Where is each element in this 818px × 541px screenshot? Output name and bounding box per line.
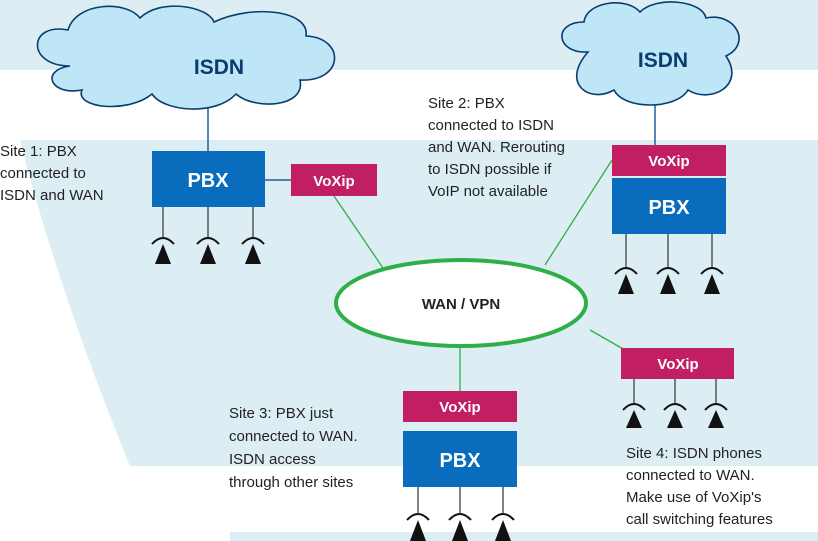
phone-icon	[660, 274, 676, 294]
phone-icon	[491, 513, 515, 521]
wan-links	[333, 159, 626, 391]
phone-icon	[196, 237, 220, 245]
phone-icon	[667, 410, 683, 428]
caption-line: through other sites	[229, 474, 353, 491]
phone-icon	[245, 244, 261, 264]
phone-icon	[410, 520, 426, 541]
link-wan-voxip4	[589, 329, 626, 351]
voxip-label: VoXip	[657, 356, 698, 373]
site3-caption: Site 3: PBX just connected to WAN. ISDN …	[229, 405, 358, 491]
caption-line: Site 3: PBX just	[229, 405, 334, 422]
phone-icon	[656, 267, 680, 275]
caption-line: Make use of VoXip's	[626, 489, 761, 506]
link-voxip2-wan	[544, 159, 613, 266]
phone-links	[162, 207, 717, 514]
caption-line: connected to WAN.	[229, 428, 358, 445]
phone-icon	[614, 267, 638, 275]
phone-icon	[155, 244, 171, 264]
pbx-label: PBX	[439, 450, 481, 472]
voxip-site3: VoXip	[403, 391, 517, 422]
caption-line: Site 4: ISDN phones	[626, 445, 762, 462]
cloud-label: ISDN	[194, 56, 244, 79]
cloud-icon	[36, 5, 336, 110]
phones-site1	[151, 237, 265, 264]
phone-icon	[495, 520, 511, 541]
wan-label: WAN / VPN	[422, 296, 500, 313]
phone-icon	[151, 237, 175, 245]
phones-site4	[622, 403, 728, 428]
phone-icon	[452, 520, 468, 541]
phone-icon	[663, 403, 687, 411]
phone-icon	[241, 237, 265, 245]
phone-icon	[626, 410, 642, 428]
phone-icon	[618, 274, 634, 294]
pbx-label: PBX	[187, 170, 229, 192]
site1-caption: Site 1: PBX connected to ISDN and WAN	[0, 143, 104, 204]
voxip-label: VoXip	[648, 153, 689, 170]
voxip-site4: VoXip	[621, 348, 734, 379]
site2-caption: Site 2: PBX connected to ISDN and WAN. R…	[428, 95, 565, 200]
site4-caption: Site 4: ISDN phones connected to WAN. Ma…	[626, 445, 773, 528]
isdn-links	[207, 103, 656, 181]
cloud-icon	[561, 1, 740, 106]
pbx-site3: PBX	[403, 431, 517, 487]
isdn-cloud-2: ISDN	[561, 1, 740, 106]
caption-line: Site 1: PBX	[0, 143, 77, 160]
wan-vpn-cloud: WAN / VPN	[334, 258, 588, 348]
phone-icon	[200, 244, 216, 264]
caption-line: VoIP not available	[428, 183, 548, 200]
voxip-site2: VoXip	[612, 145, 726, 176]
caption-line: connected to WAN.	[626, 467, 755, 484]
voxip-label: VoXip	[439, 399, 480, 416]
pbx-site2: PBX	[612, 178, 726, 234]
phone-icon	[700, 267, 724, 275]
voxip-site1: VoXip	[291, 164, 377, 196]
phone-icon	[708, 410, 724, 428]
caption-line: call switching features	[626, 511, 773, 528]
isdn-cloud-1: ISDN	[36, 5, 336, 110]
link-voxip1-wan	[333, 195, 384, 269]
phone-icon	[622, 403, 646, 411]
pbx-label: PBX	[648, 197, 690, 219]
caption-line: Site 2: PBX	[428, 95, 505, 112]
phones-site2	[614, 267, 724, 294]
caption-line: connected to ISDN	[428, 117, 554, 134]
pbx-site1: PBX	[152, 151, 265, 207]
caption-line: and WAN. Rerouting	[428, 139, 565, 156]
voxip-label: VoXip	[313, 173, 354, 190]
phone-icon	[704, 403, 728, 411]
caption-line: ISDN and WAN	[0, 187, 104, 204]
phone-icon	[406, 513, 430, 521]
phone-icon	[704, 274, 720, 294]
caption-line: ISDN access	[229, 451, 316, 468]
phones-site3	[406, 513, 515, 541]
phone-icon	[448, 513, 472, 521]
background-band-bottom	[230, 532, 818, 541]
caption-line: connected to	[0, 165, 86, 182]
cloud-label: ISDN	[638, 49, 688, 72]
caption-line: to ISDN possible if	[428, 161, 552, 178]
